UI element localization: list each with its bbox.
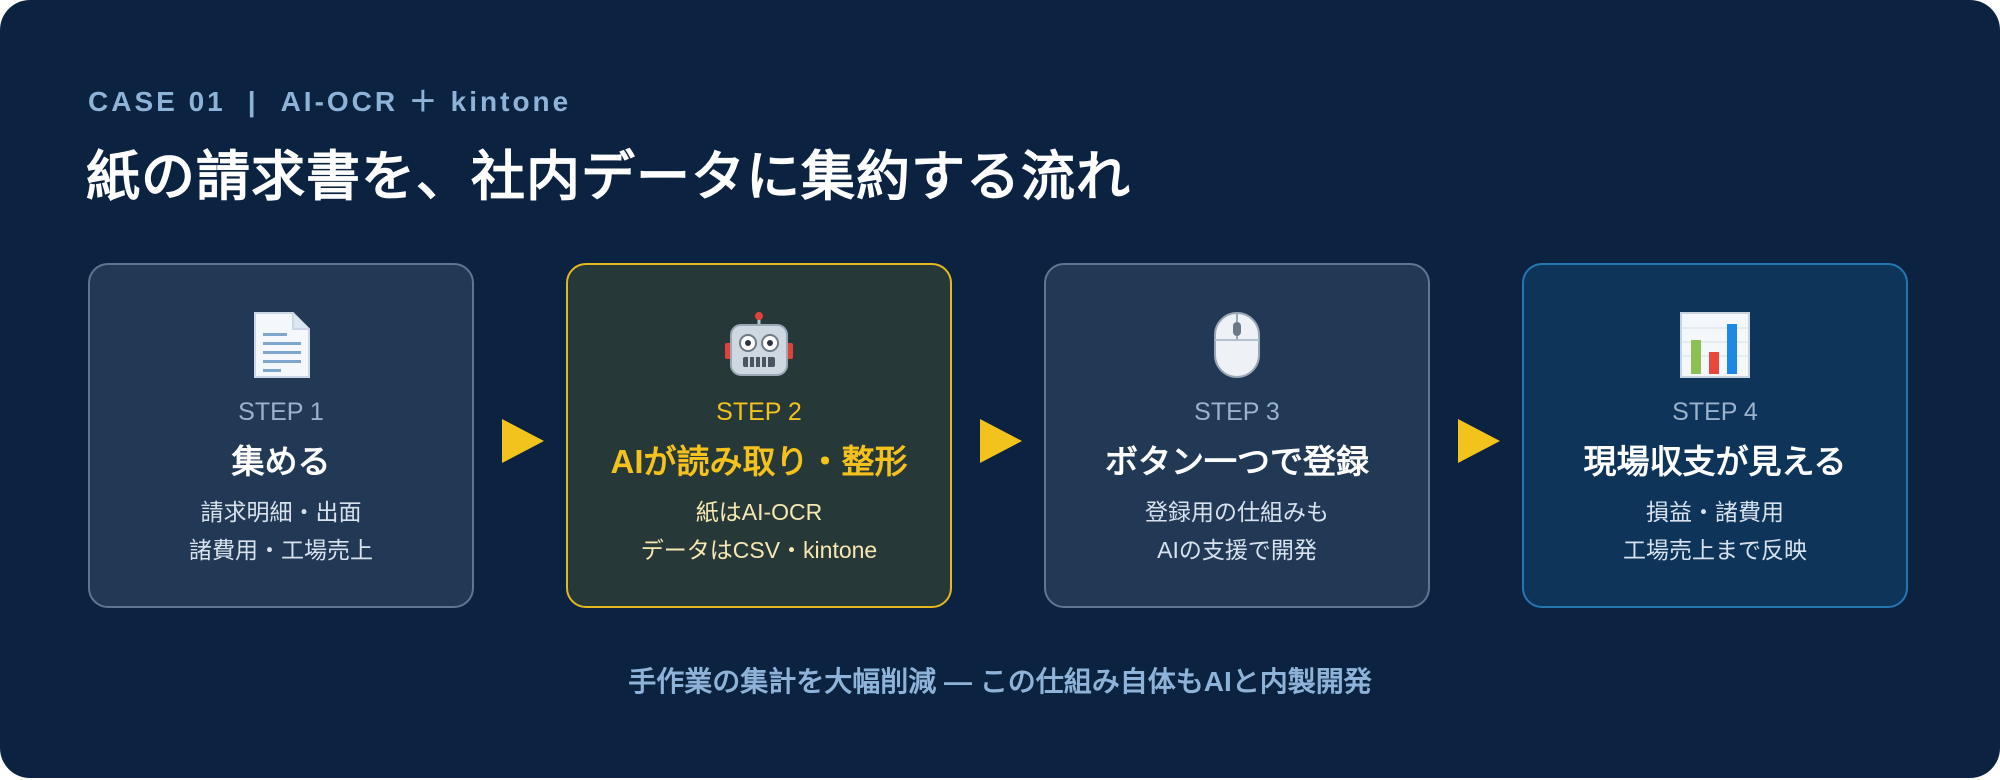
step-heading: ボタン一つで登録 — [1105, 443, 1369, 480]
step-card-1: STEP 1 集める 請求明細・出面 諸費用・工場売上 — [88, 263, 474, 608]
step-description-line-1: 登録用の仕組みも — [1145, 499, 1329, 525]
case-separator: | — [247, 86, 259, 117]
step-label: STEP 3 — [1194, 398, 1280, 426]
step-description-line-2: 工場売上まで反映 — [1623, 537, 1807, 563]
step-heading: 現場収支が見える — [1583, 443, 1847, 480]
step-label: STEP 1 — [238, 398, 324, 426]
step-card-4: STEP 4 現場収支が見える 損益・諸費用 工場売上まで反映 — [1522, 263, 1908, 608]
step-description-line-1: 紙はAI-OCR — [695, 499, 823, 525]
step-description-line-2: データはCSV・kintone — [640, 537, 878, 563]
page-title: 紙の請求書を、社内データに集約する流れ — [86, 147, 1131, 207]
robot-icon — [568, 310, 950, 380]
arrow-right-icon — [980, 419, 1022, 463]
step-heading: AIが読み取り・整形 — [610, 443, 908, 480]
step-description-line-2: AIの支援で開発 — [1157, 537, 1317, 563]
step-description-line-2: 諸費用・工場売上 — [189, 537, 373, 563]
step-heading: 集める — [231, 443, 331, 480]
document-icon — [90, 310, 472, 380]
arrow-right-icon — [502, 419, 544, 463]
step-card-3: STEP 3 ボタン一つで登録 登録用の仕組みも AIの支援で開発 — [1044, 263, 1430, 608]
footer-note: 手作業の集計を大幅削減 ― この仕組み自体もAIと内製開発 — [628, 666, 1372, 697]
step-card-2: STEP 2 AIが読み取り・整形 紙はAI-OCR データはCSV・kinto… — [566, 263, 952, 608]
step-description-line-1: 請求明細・出面 — [200, 499, 362, 525]
step-label: STEP 4 — [1672, 398, 1758, 426]
step-label: STEP 2 — [716, 398, 802, 426]
case-label: CASE 01 — [88, 86, 226, 117]
bar-chart-icon — [1524, 310, 1906, 380]
case-topic: AI-OCR ＋ kintone — [280, 86, 572, 117]
case-label-row: CASE 01 | AI-OCR ＋ kintone — [88, 80, 571, 120]
mouse-icon — [1046, 310, 1428, 380]
arrow-right-icon — [1458, 419, 1500, 463]
step-description-line-1: 損益・諸費用 — [1646, 499, 1784, 525]
